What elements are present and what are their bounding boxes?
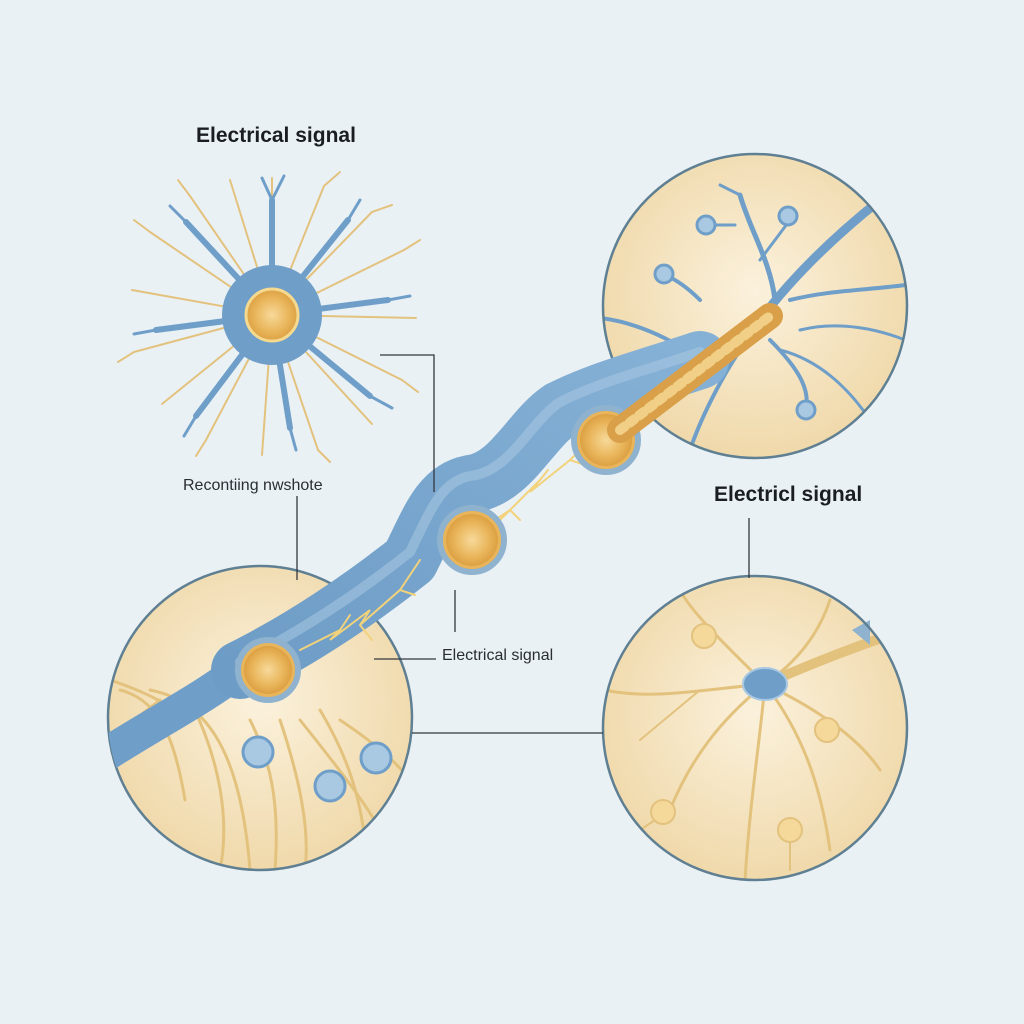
node-2 xyxy=(446,514,498,566)
bottom-right-zoom-circle xyxy=(601,574,909,882)
star-neuron-blue-tips xyxy=(132,174,412,452)
axon-body xyxy=(211,331,729,699)
electrical-sparks xyxy=(299,429,601,651)
node-1 xyxy=(244,646,292,694)
star-neuron-nucleus xyxy=(244,287,300,343)
label-electrical-signal-top: Electrical signal xyxy=(196,124,356,147)
myelin-sheath-highlight xyxy=(615,311,775,435)
label-left-annotation: Recontiing nwshote xyxy=(183,477,323,494)
axon-chain xyxy=(108,303,783,772)
label-electrical-signal-right: Electricl signal xyxy=(714,483,863,506)
star-neuron xyxy=(117,171,421,463)
leader-line-star xyxy=(380,354,435,492)
label-electrical-signal-center: Electrical signal xyxy=(442,647,554,664)
leader-lines xyxy=(296,354,750,734)
axon-highlight xyxy=(235,347,705,667)
